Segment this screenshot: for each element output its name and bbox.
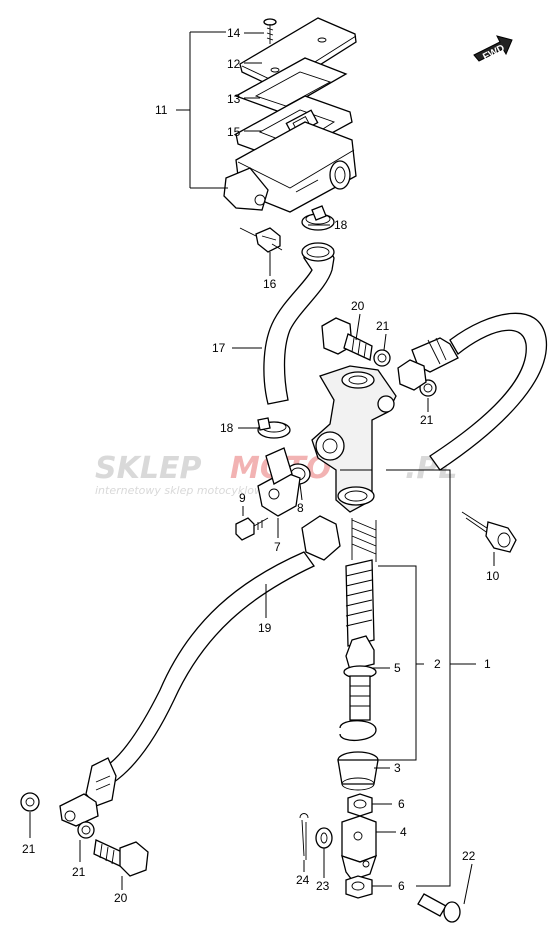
label-part-21-upper-left: 21 bbox=[376, 319, 390, 333]
union-bolt-lower bbox=[93, 839, 149, 877]
fwd-label: FWD bbox=[481, 43, 506, 63]
hose-clamp-upper bbox=[301, 205, 335, 231]
reservoir-hose bbox=[263, 242, 335, 405]
watermark-tagline: internetowy sklep motocyklowy bbox=[95, 484, 270, 497]
label-part-18-lower: 18 bbox=[220, 421, 234, 435]
label-part-14: 14 bbox=[227, 26, 241, 40]
label-part-20-lower: 20 bbox=[114, 891, 128, 905]
label-part-15: 15 bbox=[227, 125, 241, 139]
brake-hose-lower bbox=[59, 515, 341, 827]
lock-nut-lower bbox=[345, 875, 373, 899]
label-part-1: 1 bbox=[484, 657, 491, 671]
label-part-23: 23 bbox=[316, 879, 330, 893]
label-part-18-upper: 18 bbox=[334, 218, 348, 232]
label-part-21-lower-middle: 21 bbox=[72, 865, 86, 879]
clevis-pin bbox=[417, 893, 461, 923]
label-part-3: 3 bbox=[394, 761, 401, 775]
label-part-8: 8 bbox=[297, 501, 304, 515]
label-part-21-lower-left: 21 bbox=[22, 842, 36, 856]
label-part-6-lower: 6 bbox=[398, 879, 405, 893]
label-part-10: 10 bbox=[486, 569, 500, 583]
label-part-19: 19 bbox=[258, 621, 272, 635]
reservoir-mounting-bolt bbox=[239, 227, 283, 253]
piston-cup-primary bbox=[345, 559, 375, 647]
reservoir-diaphragm-plate bbox=[234, 57, 348, 113]
hose-clamp-lower bbox=[257, 417, 291, 439]
leader-lines bbox=[29, 31, 495, 905]
watermark-brand-part1: SKLEP bbox=[95, 451, 201, 486]
label-part-11: 11 bbox=[155, 103, 168, 117]
label-part-12: 12 bbox=[227, 57, 241, 71]
sealing-washer-lower-middle bbox=[77, 821, 95, 839]
cotter-pin bbox=[299, 813, 309, 860]
label-part-16: 16 bbox=[263, 277, 277, 291]
label-part-13: 13 bbox=[227, 92, 241, 106]
label-part-9: 9 bbox=[239, 491, 246, 505]
label-part-22: 22 bbox=[462, 849, 476, 863]
sealing-washer-lower-left bbox=[20, 792, 40, 812]
label-part-6-upper: 6 bbox=[398, 797, 405, 811]
label-part-24: 24 bbox=[296, 873, 310, 887]
label-part-4: 4 bbox=[400, 825, 407, 839]
label-part-20-upper: 20 bbox=[351, 299, 365, 313]
lock-nut-upper bbox=[347, 793, 373, 817]
reservoir-assembly bbox=[223, 17, 357, 213]
label-part-2: 2 bbox=[434, 657, 441, 671]
label-part-7: 7 bbox=[274, 540, 281, 554]
label-part-21-upper-right: 21 bbox=[420, 413, 434, 427]
label-part-5: 5 bbox=[394, 661, 401, 675]
master-cylinder-body bbox=[311, 365, 397, 513]
clevis-washer bbox=[315, 827, 333, 849]
mounting-bolt bbox=[461, 511, 517, 553]
master-cylinder-spring bbox=[351, 518, 377, 562]
fwd-arrow-icon: FWD bbox=[473, 35, 513, 63]
master-cylinder-piston bbox=[343, 635, 377, 721]
hose-joint bbox=[257, 447, 301, 517]
clevis bbox=[341, 815, 378, 881]
union-bolt-upper bbox=[321, 317, 373, 361]
sealing-washer-upper-left bbox=[373, 349, 391, 367]
reservoir-cap-screw bbox=[263, 18, 277, 44]
reservoir-body bbox=[223, 121, 357, 213]
label-part-17: 17 bbox=[212, 341, 226, 355]
circlip bbox=[339, 720, 377, 741]
joint-screw bbox=[235, 517, 269, 541]
dust-boot bbox=[337, 751, 379, 791]
part-number-labels: 14 12 13 11 15 18 16 20 21 17 21 18 9 8 … bbox=[22, 26, 500, 905]
